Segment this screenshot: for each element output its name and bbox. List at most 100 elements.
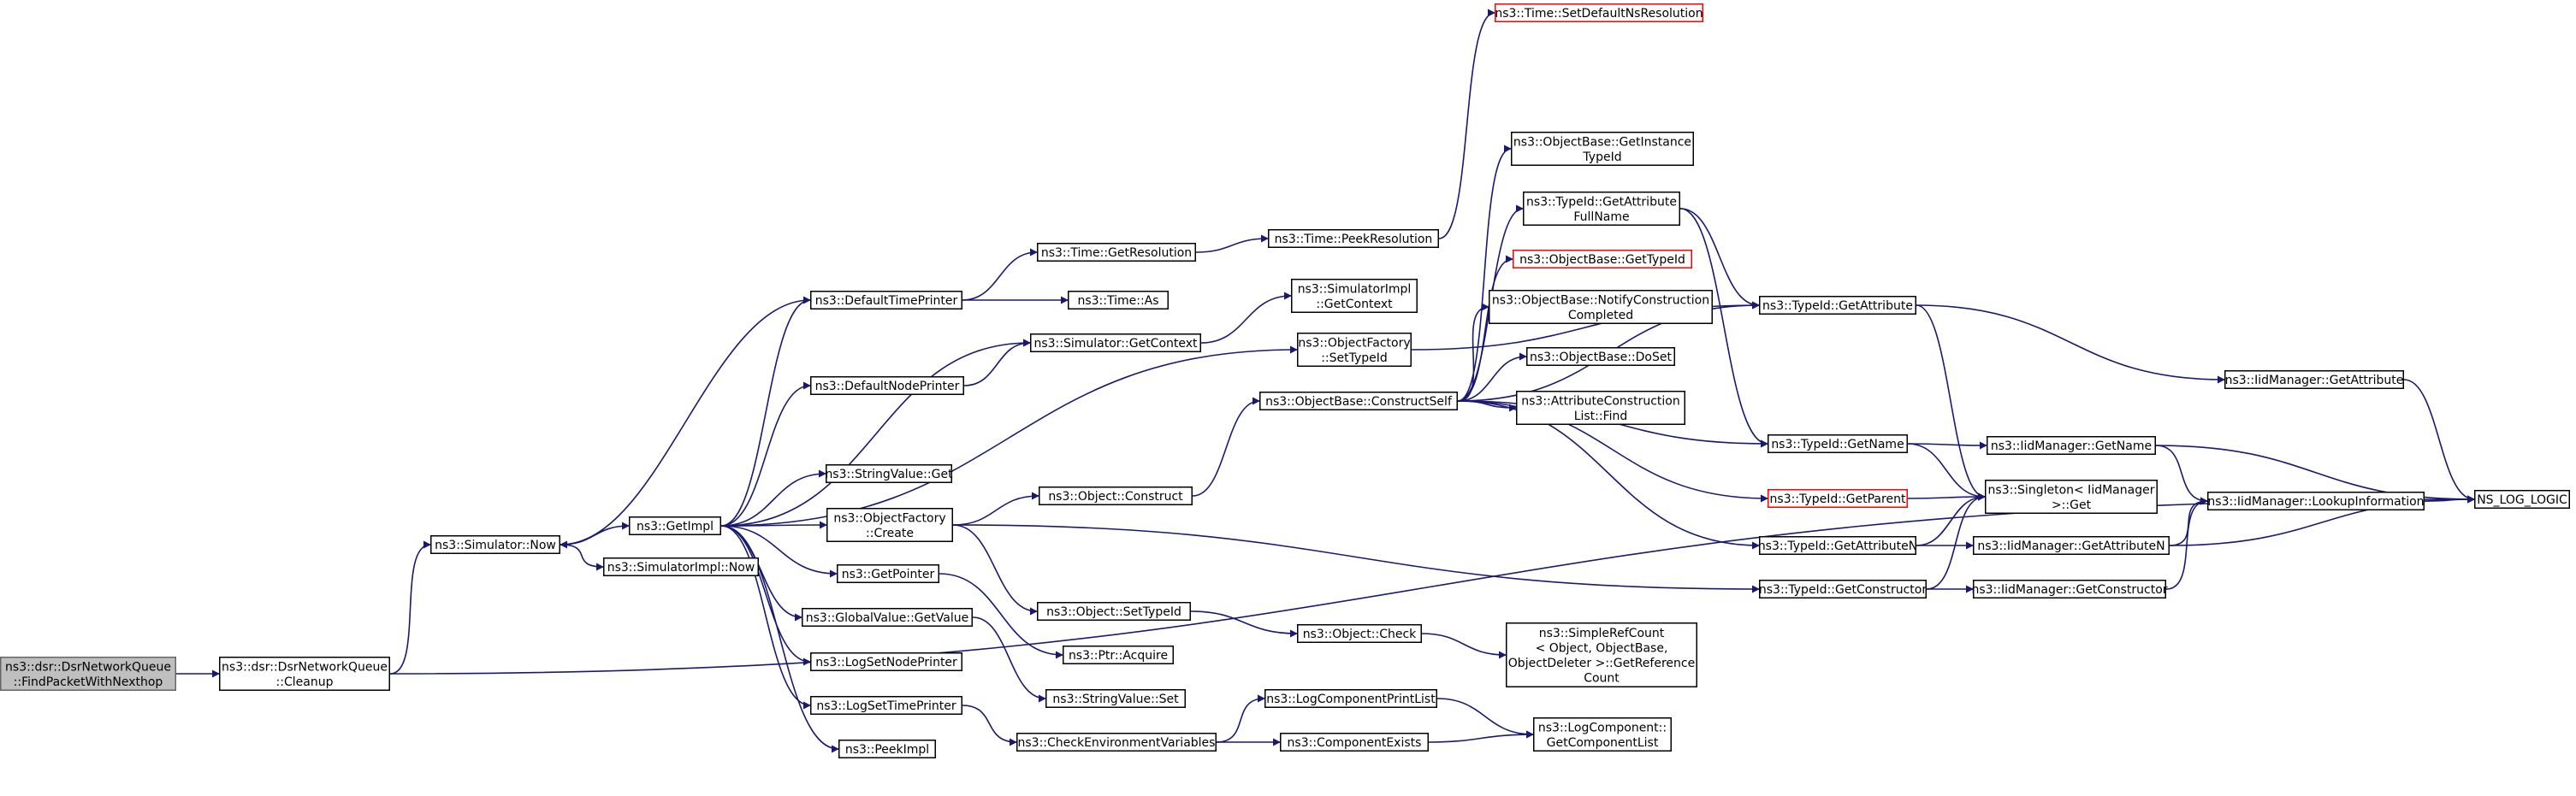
node-label-root: ns3::dsr::DsrNetworkQueue	[5, 660, 171, 674]
node-box-peekimpl	[838, 740, 936, 758]
node-box-doset	[1526, 347, 1675, 366]
node-label-getimpl: ns3::GetImpl	[637, 520, 714, 534]
node-defnodeprinter[interactable]: ns3::DefaultNodePrinter	[810, 376, 964, 395]
node-box-getcomplist	[1533, 717, 1672, 752]
edge-objfactorycreate-to-typeidgetctor	[952, 524, 1760, 593]
node-ptracquire[interactable]: ns3::Ptr::Acquire	[1063, 646, 1174, 664]
edge-getimpl-to-logsettime	[720, 525, 811, 710]
node-objfactorysettype[interactable]: ns3::ObjectFactory::SetTypeId	[1297, 333, 1412, 367]
node-stringvalueset[interactable]: ns3::StringValue::Set	[1045, 689, 1186, 708]
node-label-objconstruct: ns3::Object::Construct	[1048, 490, 1183, 504]
node-cleanup[interactable]: ns3::dsr::DsrNetworkQueue::Cleanup	[219, 657, 390, 691]
node-label-simgetcontext: ns3::Simulator::GetContext	[1033, 337, 1198, 351]
node-label-root: ::FindPacketWithNexthop	[14, 675, 163, 689]
node-objfactorycreate[interactable]: ns3::ObjectFactory::Create	[826, 508, 953, 542]
edge-typeidgetattrn-to-singletonget	[1916, 492, 1986, 546]
node-box-iidgetname	[1987, 436, 2156, 455]
node-box-compexists	[1280, 733, 1429, 752]
node-iidgetattrn[interactable]: ns3::IidManager::GetAttributeN	[1973, 536, 2170, 555]
node-timepeekres[interactable]: ns3::Time::PeekResolution	[1268, 229, 1439, 248]
node-compexists[interactable]: ns3::ComponentExists	[1280, 733, 1429, 752]
node-getpointer[interactable]: ns3::GetPointer	[837, 564, 939, 583]
node-iidgetctor[interactable]: ns3::IidManager::GetConstructor	[1971, 580, 2168, 598]
node-label-attrconstructfind: ns3::AttributeConstruction	[1521, 394, 1679, 408]
node-deftimeprinter[interactable]: ns3::DefaultTimePrinter	[810, 291, 962, 310]
node-label-simimplnow: ns3::SimulatorImpl::Now	[607, 561, 755, 575]
node-box-timepeekres	[1268, 229, 1439, 248]
edge-getimpl-to-simgetcontext	[720, 339, 1031, 527]
edge-deftimeprinter-to-simnow	[560, 299, 811, 549]
node-box-getimpl	[629, 516, 721, 535]
node-label-singletonget: ns3::Singleton< IidManager	[1988, 483, 2155, 497]
node-label-iidgetctor: ns3::IidManager::GetConstructor	[1971, 583, 2167, 597]
node-typeidgetctor[interactable]: ns3::TypeId::GetConstructor	[1759, 580, 1927, 598]
node-notifyconstruction[interactable]: ns3::ObjectBase::NotifyConstructionCompl…	[1489, 290, 1713, 324]
node-objsettype[interactable]: ns3::Object::SetTypeId	[1037, 602, 1191, 621]
node-typeidgetparent[interactable]: ns3::TypeId::GetParent	[1768, 489, 1908, 508]
node-timesetdefault[interactable]: ns3::Time::SetDefaultNsResolution	[1495, 3, 1703, 22]
node-label-objsettype: ns3::Object::SetTypeId	[1046, 605, 1181, 619]
node-iidlookup[interactable]: ns3::IidManager::LookupInformation	[2207, 492, 2425, 510]
node-label-checkenv: ns3::CheckEnvironmentVariables	[1018, 736, 1216, 750]
node-iidgetattr[interactable]: ns3::IidManager::GetAttribute	[2224, 370, 2404, 389]
node-label-attrconstructfind: List::Find	[1574, 410, 1628, 423]
node-label-simplerefcount: Count	[1584, 671, 1620, 685]
node-box-timegetres	[1037, 243, 1196, 262]
node-box-objbasegettype	[1513, 250, 1692, 268]
node-nslog[interactable]: NS_LOG_LOGIC	[2474, 490, 2570, 509]
node-objcheck[interactable]: ns3::Object::Check	[1297, 624, 1422, 643]
node-box-simgetcontext	[1030, 333, 1201, 352]
node-typeidgetattr[interactable]: ns3::TypeId::GetAttribute	[1759, 296, 1916, 315]
edge-checkenv-to-logcompprintlist	[1216, 694, 1265, 743]
node-label-stringvalueset: ns3::StringValue::Set	[1052, 693, 1179, 706]
node-simimplnow[interactable]: ns3::SimulatorImpl::Now	[603, 557, 759, 576]
node-simimplgetctx[interactable]: ns3::SimulatorImpl::GetContext	[1291, 279, 1418, 313]
node-box-ptracquire	[1063, 646, 1174, 664]
edge-getpointer-to-ptracquire	[939, 573, 1063, 659]
edge-logcompprintlist-to-getcomplist	[1436, 698, 1534, 739]
node-singletonget[interactable]: ns3::Singleton< IidManager>::Get	[1985, 480, 2158, 514]
node-box-objfactorycreate	[826, 508, 953, 542]
node-checkenv[interactable]: ns3::CheckEnvironmentVariables	[1016, 733, 1217, 752]
node-timeas[interactable]: ns3::Time::As	[1068, 291, 1169, 310]
node-getimpl[interactable]: ns3::GetImpl	[629, 516, 721, 535]
node-label-simimplgetctx: ::GetContext	[1316, 298, 1393, 311]
edge-getimpl-to-stringvalueget	[720, 469, 826, 527]
node-stringvalueget[interactable]: ns3::StringValue::Get	[825, 464, 953, 483]
node-box-getattrfullname	[1523, 192, 1680, 226]
node-simgetcontext[interactable]: ns3::Simulator::GetContext	[1030, 333, 1201, 352]
node-objconstruct[interactable]: ns3::Object::Construct	[1039, 486, 1193, 505]
edge-typeidgetname-to-iidgetname	[1907, 441, 1987, 450]
node-typeidgetattrn[interactable]: ns3::TypeId::GetAttributeN	[1758, 536, 1917, 555]
node-simplerefcount[interactable]: ns3::SimpleRefCount< Object, ObjectBase,…	[1506, 622, 1697, 687]
node-logsettime[interactable]: ns3::LogSetTimePrinter	[810, 696, 962, 715]
node-iidgetname[interactable]: ns3::IidManager::GetName	[1987, 436, 2156, 455]
node-label-defnodeprinter: ns3::DefaultNodePrinter	[815, 380, 960, 393]
node-constructself[interactable]: ns3::ObjectBase::ConstructSelf	[1259, 392, 1458, 410]
node-objbasegettype[interactable]: ns3::ObjectBase::GetTypeId	[1513, 250, 1692, 268]
node-doset[interactable]: ns3::ObjectBase::DoSet	[1526, 347, 1675, 366]
edge-getimpl-to-defnodeprinter	[720, 381, 811, 527]
edge-defnodeprinter-to-simgetcontext	[963, 339, 1031, 386]
node-typeidgetname[interactable]: ns3::TypeId::GetName	[1768, 434, 1908, 453]
node-label-simplerefcount: ObjectDeleter >::GetReference	[1508, 657, 1695, 670]
node-label-logsetnode: ns3::LogSetNodePrinter	[815, 656, 957, 669]
node-getcomplist[interactable]: ns3::LogComponent::GetComponentList	[1533, 717, 1672, 752]
edge-getimpl-to-logsetnode	[720, 525, 811, 666]
node-box-singletonget	[1985, 480, 2158, 514]
edge-compexists-to-getcomplist	[1428, 730, 1534, 743]
node-peekimpl[interactable]: ns3::PeekImpl	[838, 740, 936, 758]
node-label-getcomplist: ns3::LogComponent::	[1538, 721, 1667, 734]
node-logcompprintlist[interactable]: ns3::LogComponentPrintList	[1264, 689, 1437, 708]
node-box-iidlookup	[2207, 492, 2425, 510]
node-label-typeidgetname: ns3::TypeId::GetName	[1771, 438, 1904, 451]
node-box-nslog	[2474, 490, 2570, 509]
node-logsetnode[interactable]: ns3::LogSetNodePrinter	[810, 652, 962, 671]
node-globalvalueget[interactable]: ns3::GlobalValue::GetValue	[802, 608, 973, 627]
node-simnow[interactable]: ns3::Simulator::Now	[430, 535, 560, 554]
node-timegetres[interactable]: ns3::Time::GetResolution	[1037, 243, 1196, 262]
node-box-stringvalueset	[1045, 689, 1186, 708]
